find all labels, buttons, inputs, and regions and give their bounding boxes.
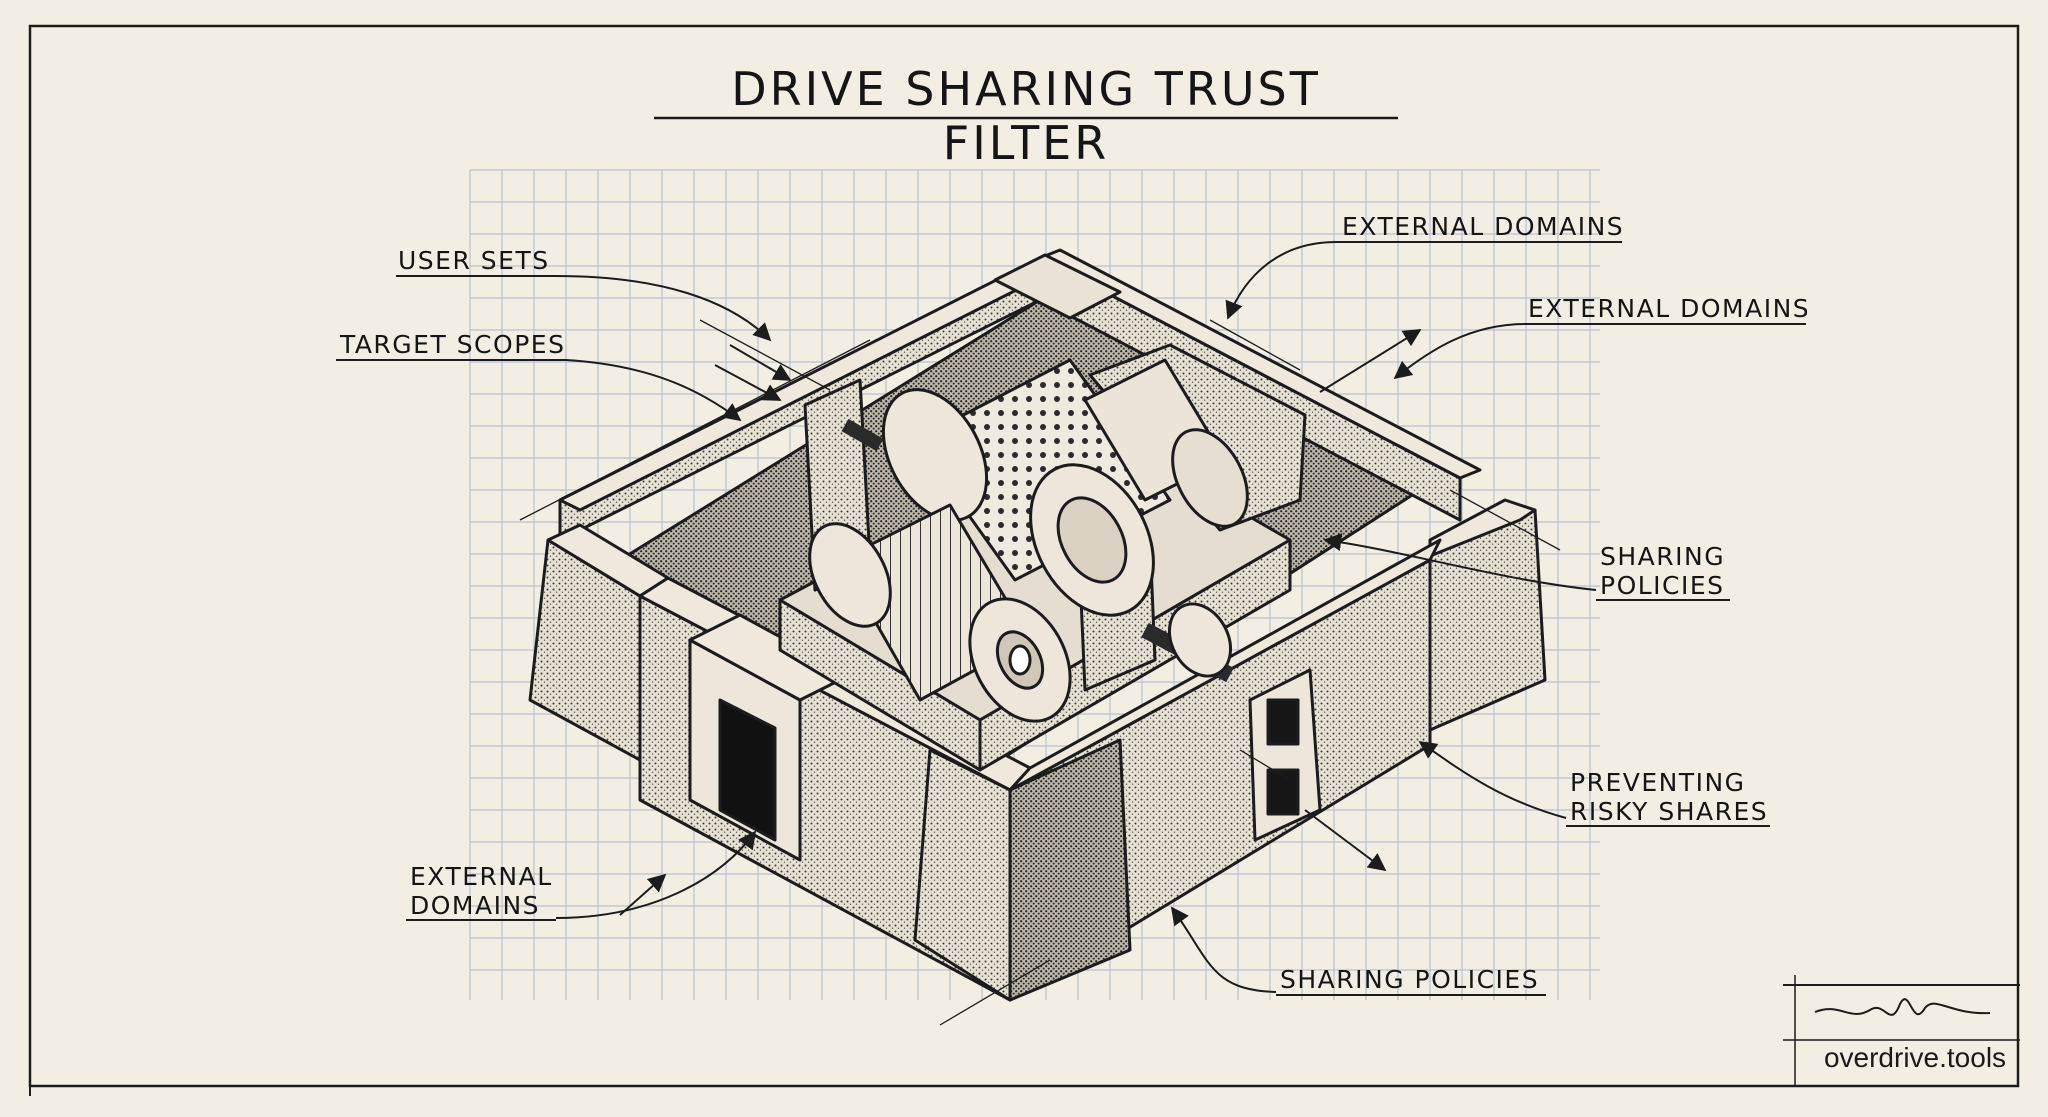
entrance-doorway bbox=[718, 698, 777, 842]
right-buttress-top bbox=[1428, 498, 1537, 558]
outflow-arrow-bottom bbox=[1304, 809, 1387, 872]
back-corner-block bbox=[993, 253, 1122, 320]
right-gate-window-upper bbox=[1266, 698, 1300, 746]
signature-box bbox=[1783, 975, 2020, 1086]
inflow-arrow-1 bbox=[714, 364, 782, 401]
external-domains-right-leader bbox=[1393, 323, 1527, 380]
label-sharing-policies-right: SHARING POLICIES bbox=[1600, 542, 1726, 600]
footer-url[interactable]: overdrive.tools bbox=[1823, 1042, 2007, 1073]
callout-leaders bbox=[336, 241, 1806, 996]
external-domains-top-leader bbox=[1225, 241, 1337, 320]
sharing-policies-bottom-leader bbox=[1170, 906, 1277, 993]
small-pulley bbox=[1008, 644, 1032, 676]
label-external-domains-right: EXTERNAL DOMAINS bbox=[1528, 294, 1811, 323]
label-user-sets: USER SETS bbox=[398, 246, 550, 275]
preventing-risky-shares-leader bbox=[1418, 740, 1567, 819]
rim-right bbox=[1038, 248, 1482, 480]
label-sharing-policies-bottom: SHARING POLICIES bbox=[1280, 965, 1540, 994]
page-title: DRIVE SHARING TRUST FILTER bbox=[731, 62, 1321, 170]
gear-hub bbox=[1168, 602, 1232, 678]
inflow-arrow-2 bbox=[729, 344, 792, 381]
sharing-policies-right-leader bbox=[1323, 533, 1597, 591]
signature-scribble bbox=[1814, 998, 1991, 1016]
label-preventing-risky-shares: PREVENTING RISKY SHARES bbox=[1570, 768, 1769, 826]
back-drum bbox=[1083, 358, 1249, 528]
front-corner-pillar-face bbox=[913, 748, 1012, 1002]
label-external-domains-left: EXTERNAL DOMAINS bbox=[410, 862, 553, 920]
construction-lines bbox=[519, 319, 1561, 1026]
left-axle bbox=[841, 418, 884, 452]
label-target-scopes: TARGET SCOPES bbox=[340, 330, 566, 359]
external-domains-left-leader bbox=[555, 830, 757, 919]
user-sets-leader bbox=[555, 275, 772, 342]
right-gate-window-lower bbox=[1266, 768, 1300, 816]
label-external-domains-top: EXTERNAL DOMAINS bbox=[1342, 212, 1625, 241]
filter-structure bbox=[528, 248, 1547, 1002]
target-scopes-leader bbox=[565, 359, 742, 422]
outflow-arrow-top bbox=[1319, 329, 1422, 393]
inflow-arrow-left bbox=[619, 873, 667, 916]
sheet-frame bbox=[28, 24, 2020, 1088]
